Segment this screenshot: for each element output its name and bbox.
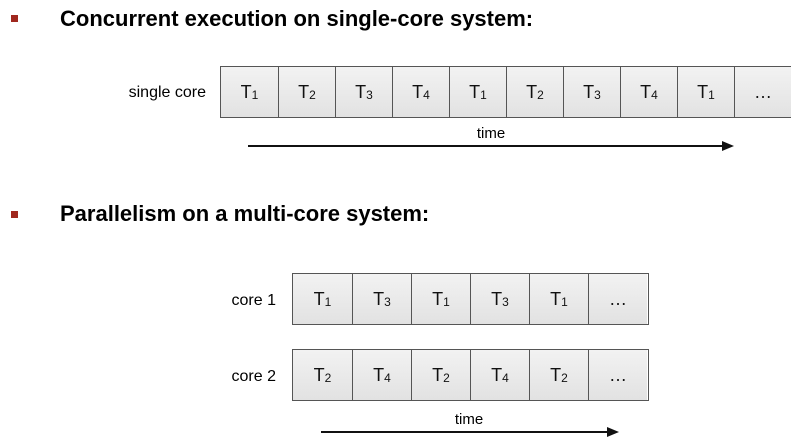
thread-label: T: [469, 81, 481, 102]
thread-number: 3: [594, 88, 601, 102]
thread-label: T: [491, 364, 503, 385]
thread-label: …: [609, 364, 627, 385]
thread-number: 2: [561, 371, 568, 385]
thread-label: T: [373, 364, 385, 385]
thread-number: 3: [384, 295, 391, 309]
time-arrow: [248, 140, 734, 152]
thread-label: T: [550, 288, 562, 309]
time-arrow-line: [248, 145, 724, 147]
time-arrow-line: [321, 431, 609, 433]
thread-number: 4: [384, 371, 391, 385]
section-heading-concurrency: Concurrent execution on single-core syst…: [60, 6, 534, 31]
time-axis-label: time: [476, 125, 506, 142]
thread-number: 4: [423, 88, 430, 102]
thread-label: T: [313, 288, 325, 309]
thread-label: T: [526, 81, 538, 102]
thread-label: …: [609, 288, 627, 309]
thread-label: T: [491, 288, 503, 309]
thread-number: 1: [561, 295, 568, 309]
arrowhead-icon: [607, 427, 619, 437]
single-core-label: single core: [128, 84, 206, 101]
thread-number: 3: [502, 295, 509, 309]
thread-label: T: [432, 364, 444, 385]
thread-label: T: [298, 81, 310, 102]
core-2-label: core 2: [231, 368, 276, 385]
thread-number: 1: [251, 88, 259, 102]
continuation-slot: …: [588, 350, 647, 400]
thread-number: 4: [502, 371, 509, 385]
time-axis-label: time: [454, 411, 484, 428]
thread-label: T: [583, 81, 595, 102]
thread-number: 3: [366, 88, 373, 102]
arrowhead-icon: [722, 141, 734, 151]
thread-number: 4: [651, 88, 658, 102]
thread-number: 2: [537, 88, 544, 102]
thread-label: T: [373, 288, 385, 309]
thread-number: 1: [324, 295, 332, 309]
time-arrow: [321, 426, 619, 438]
thread-number: 2: [443, 371, 450, 385]
continuation-slot: …: [734, 67, 791, 117]
thread-number: 1: [443, 295, 450, 309]
thread-label: T: [697, 81, 709, 102]
thread-label: T: [355, 81, 367, 102]
core-1-label: core 1: [231, 292, 276, 309]
thread-label: T: [240, 81, 252, 102]
thread-label: T: [432, 288, 444, 309]
bullet-marker: [11, 211, 18, 218]
thread-label: T: [412, 81, 424, 102]
thread-label: …: [754, 81, 772, 102]
thread-label: T: [640, 81, 652, 102]
section-heading-parallelism: Parallelism on a multi-core system:: [60, 201, 430, 226]
thread-label: T: [313, 364, 325, 385]
thread-number: 1: [708, 88, 715, 102]
thread-label: T: [550, 364, 562, 385]
thread-number: 1: [480, 88, 487, 102]
continuation-slot: …: [588, 274, 647, 324]
bullet-marker: [11, 15, 18, 22]
thread-number: 2: [309, 88, 316, 102]
thread-number: 2: [324, 371, 332, 385]
